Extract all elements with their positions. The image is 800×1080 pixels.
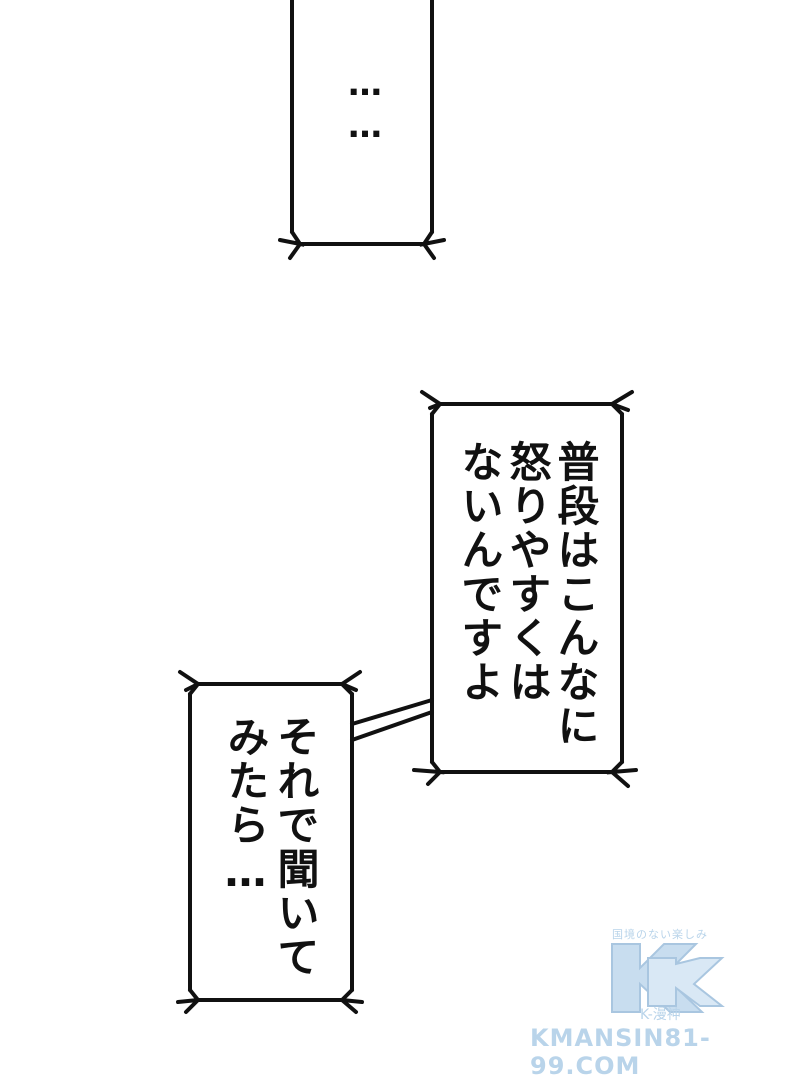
watermark-logo-icon bbox=[611, 943, 725, 1013]
right-caption-box bbox=[412, 390, 638, 788]
top-caption-text: …… bbox=[345, 64, 385, 148]
bubble-connector bbox=[350, 698, 434, 742]
left-caption-box bbox=[176, 670, 364, 1014]
watermark-tagline: 国境のない楽しみ bbox=[612, 928, 708, 941]
left-caption-line-2: みたら… bbox=[221, 715, 270, 898]
right-caption-text: 普段はこんなに 怒りやすくは ないんですよ bbox=[450, 440, 610, 770]
watermark-url: KMANSIN81-99.COM bbox=[530, 1024, 711, 1080]
top-caption-box bbox=[278, 0, 446, 260]
right-caption-line-3: ないんですよ bbox=[455, 440, 504, 704]
left-caption-line-1: それで聞いて bbox=[271, 715, 320, 979]
watermark-sub: K-漫神 bbox=[640, 1007, 681, 1023]
comic-panel-art bbox=[176, 0, 725, 1014]
left-caption-text: それで聞いて みたら… bbox=[210, 715, 340, 995]
right-caption-line-1: 普段はこんなに bbox=[551, 440, 600, 748]
right-caption-line-2: 怒りやすくは bbox=[503, 440, 552, 704]
